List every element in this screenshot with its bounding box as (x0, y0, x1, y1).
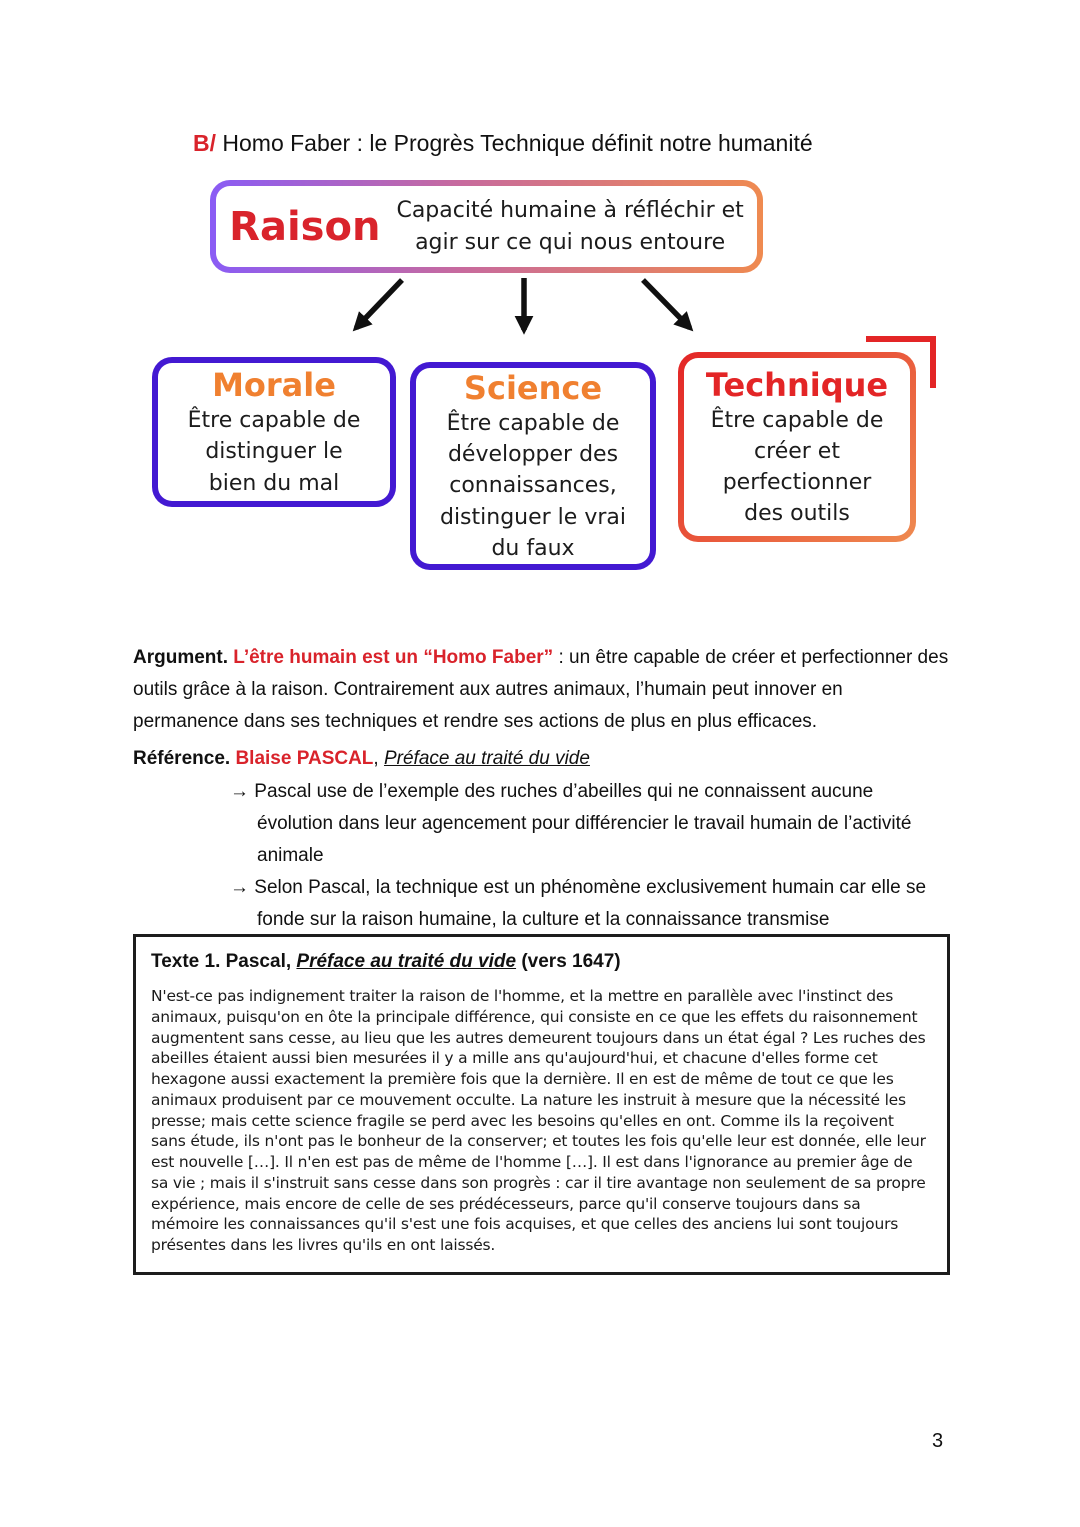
morale-title: Morale (212, 366, 336, 405)
technique-body: Être capable de créer et perfectionner d… (710, 407, 884, 527)
diagram-arrows (352, 278, 694, 335)
raison-description: Capacité humaine à réfléchir et agir sur… (396, 197, 744, 255)
technique-box: Technique Être capable de créer et perfe… (678, 352, 916, 542)
quote-work-title: Préface au traité du vide (296, 951, 517, 972)
argument-highlight: L’être humain est un “Homo Faber” (233, 647, 554, 668)
corner-bracket-decoration (866, 336, 936, 388)
reference-section: Référence. Blaise PASCAL, Préface au tra… (133, 743, 953, 935)
argument-label: Argument. (133, 647, 234, 668)
argument-paragraph: Argument. L’être humain est un “Homo Fab… (133, 642, 953, 738)
raison-box: Raison Capacité humaine à réfléchir et a… (210, 180, 763, 273)
quote-title-prefix: Texte 1. Pascal, (151, 951, 297, 972)
reference-separator: , (373, 748, 384, 769)
section-heading: B/ Homo Faber : le Progrès Technique déf… (193, 130, 813, 157)
argument-text: : un être capable de créer et perfection… (133, 647, 949, 732)
reference-label: Référence. (133, 748, 236, 769)
quote-box: Texte 1. Pascal, Préface au traité du vi… (133, 934, 950, 1275)
quote-title-suffix: (vers 1647) (516, 951, 621, 972)
reference-bullet: → Selon Pascal, la technique est un phén… (230, 876, 927, 930)
heading-prefix: B/ (193, 130, 223, 156)
quote-title: Texte 1. Pascal, Préface au traité du vi… (151, 951, 932, 973)
science-title: Science (463, 368, 603, 407)
heading-text: Homo Faber : le Progrès Technique défini… (222, 130, 813, 156)
science-box: Science Être capable de développer des c… (410, 362, 656, 570)
science-body: Être capable de développer des connaissa… (439, 410, 626, 561)
morale-box: Morale Être capable de distinguer le bie… (152, 357, 396, 507)
reference-bullets: → Pascal use de l’exemple des ruches d’a… (230, 776, 953, 936)
reference-work-title: Préface au traité du vide (383, 748, 590, 769)
reference-line: Référence. Blaise PASCAL, Préface au tra… (133, 743, 953, 775)
raison-title: Raison (229, 203, 381, 250)
reference-author: Blaise PASCAL (235, 748, 374, 769)
arrow-down-left-icon (352, 278, 404, 332)
reference-bullet: → Pascal use de l’exemple des ruches d’a… (230, 780, 912, 866)
quote-body: N'est-ce pas indignement traiter la rais… (151, 987, 926, 1255)
page-number: 3 (932, 1430, 944, 1452)
arrow-down-right-icon (641, 278, 694, 332)
technique-title: Technique (705, 365, 889, 404)
morale-body: Être capable de distinguer le bien du ma… (187, 408, 361, 496)
